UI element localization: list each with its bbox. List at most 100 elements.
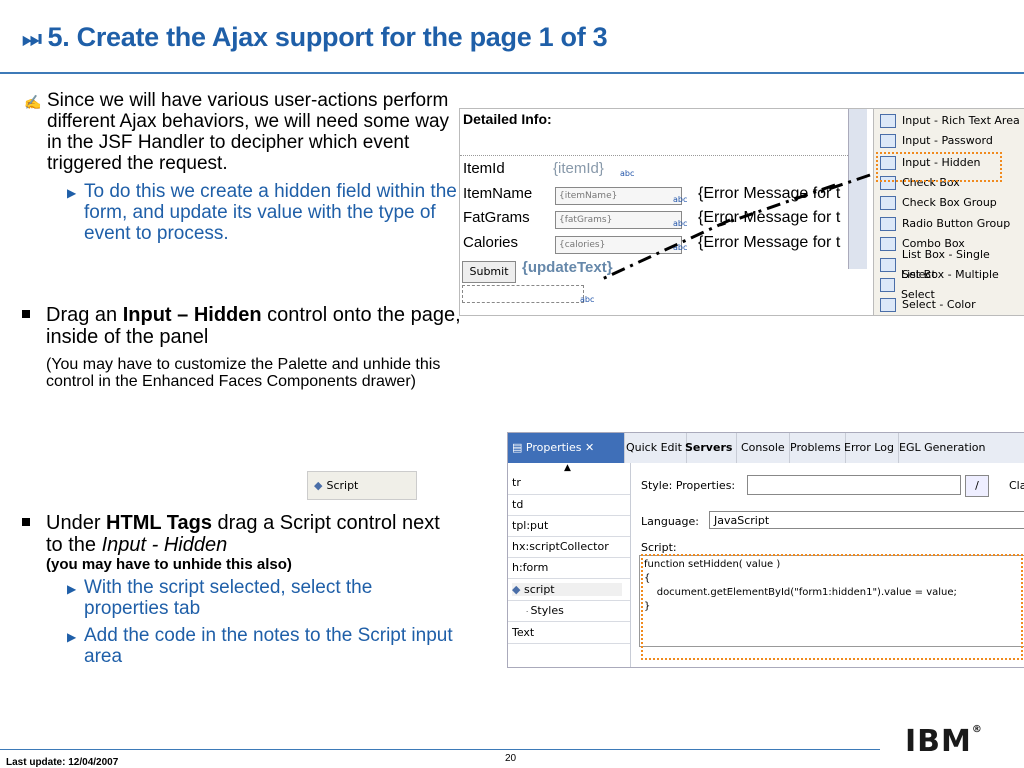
list-single-icon [880,258,896,272]
palette-label: Combo Box [902,237,965,250]
tab-error-log[interactable]: Error Log [840,433,899,463]
properties-icon: ▤ [512,441,526,454]
abc-icon: abc [673,243,688,252]
highlight-box-script [641,554,1023,660]
drag-prefix: Drag an [46,304,123,326]
class-label: Cla [1009,479,1024,492]
form-designer-screenshot: Detailed Info: ItemId {itemId} ItemName … [459,108,1024,316]
palette-item-password[interactable]: Input - Password [880,131,993,151]
palette-label: List Box - Single Select [901,248,990,281]
rich-text-icon [880,114,896,128]
scroll-up-icon[interactable]: ▲ [564,463,571,473]
language-label: Language: [641,515,699,528]
palette-item-list-multi[interactable]: List Box - Multiple Select [880,268,1024,301]
palette-item-checkbox[interactable]: Check Box [880,173,960,193]
list-multi-icon [880,278,895,292]
palette-item-list-single[interactable]: List Box - Single Select [880,248,1024,281]
style-picker-button[interactable]: / [965,475,989,497]
tree-item[interactable]: hx:scriptCollector [512,540,609,553]
hidden-input-icon [880,156,896,170]
update-text-output: {updateText} [522,259,613,276]
drag-arrow-lines [599,173,871,282]
under-prefix: Under [46,512,107,534]
combo-box-icon [880,237,896,251]
language-select[interactable]: JavaScript [709,511,1024,529]
square-bullet-icon [22,310,30,318]
highlight-box-hidden [876,152,1002,182]
color-icon [880,298,896,312]
drag-bullet: Drag an Input – Hidden control onto the … [22,304,462,390]
drag-suffix: control onto the page, inside of the pan… [46,304,461,348]
tab-properties[interactable]: ▤ Properties ✕ [508,433,625,463]
abc-icon: abc [673,219,688,228]
tree-sep [508,621,630,622]
abc-icon: abc [620,169,635,178]
code-line: function setHidden( value ) [644,559,781,570]
tree-item[interactable]: tpl:put [512,519,549,532]
ibm-logo: IBM® [905,724,983,759]
palette-item-radio-group[interactable]: Radio Button Group [880,214,1010,234]
row-label-itemid: ItemId [463,160,505,177]
under-bullet: Under HTML Tags drag a Script control ne… [22,512,462,667]
logo-text: IBM [905,724,972,759]
tree-sep [508,494,630,495]
intro-sub-text: To do this we create a hidden field with… [84,181,457,244]
style-input[interactable] [747,475,961,495]
tree-item[interactable]: Text [512,626,535,639]
script-palette-item[interactable]: ◆Script [307,471,417,500]
palette-item-combo[interactable]: Combo Box [880,234,965,254]
page-number: 20 [505,753,517,764]
tab-servers[interactable]: Servers [681,433,738,463]
tree-sep [508,643,630,644]
properties-view-screenshot: ▤ Properties ✕ Quick Edit Servers Consol… [507,432,1024,668]
palette-item-hidden[interactable]: Input - Hidden [880,153,980,173]
tab-label: Properties [525,441,582,454]
password-icon [880,134,896,148]
tree-item[interactable]: tr [512,476,521,489]
footer-divider [0,749,880,750]
script-icon: ◆ [512,583,524,596]
code-line: { [644,573,651,584]
tree-item[interactable]: td [512,498,524,511]
under-mid: drag a Script control next to the [46,512,440,556]
itemname-field[interactable]: {itemName} [555,187,682,205]
script-label: Script [326,479,359,492]
tree-item-script-selected[interactable]: ◆ script [512,583,622,596]
abc-icon: abc [673,195,688,204]
row-label-itemname: ItemName [463,185,533,202]
title-divider [0,72,1024,74]
triangle-bullet-icon: ▶ [67,630,77,644]
drag-bold: Input – Hidden [122,304,262,326]
under-sub-text-2: Add the code in the notes to the Script … [84,625,453,667]
tab-quick-edit[interactable]: Quick Edit [622,433,687,463]
submit-button[interactable]: Submit [462,261,516,283]
designer-scrollbar[interactable] [848,109,867,269]
slide-title: ⏭5. Create the Ajax support for the page… [22,22,608,53]
under-note: (you may have to unhide this also) [46,556,292,573]
under-italic: Input - Hidden [101,534,228,556]
view-tab-bar: ▤ Properties ✕ Quick Edit Servers Consol… [508,433,1024,484]
drag-text: Drag an Input – Hidden control onto the … [22,304,462,348]
palette-item-color[interactable]: Select - Color [880,295,976,315]
close-icon[interactable]: ✕ [584,441,595,454]
palette-label: Check Box Group [902,196,997,209]
under-bold: HTML Tags [106,512,212,534]
palette-item-rich-text[interactable]: Input - Rich Text Area [880,111,1020,131]
tree-item-styles[interactable]: · Styles [526,604,564,617]
tab-problems[interactable]: Problems [786,433,846,463]
palette-item-checkbox-group[interactable]: Check Box Group [880,193,997,213]
tab-egl-results[interactable]: EGL Generation Results [895,433,1024,484]
tree-sep [508,600,630,601]
hand-writing-icon: ✍ [24,94,42,110]
form-grid-line [460,155,848,157]
code-line: document.getElementById("form1:hidden1")… [644,587,957,598]
tree-item[interactable]: h:form [512,561,549,574]
tab-console[interactable]: Console [737,433,790,463]
palette-label: Input - Hidden [902,156,981,169]
fatgrams-field[interactable]: {fatGrams} [555,211,682,229]
row-label-fatgrams: FatGrams [463,209,530,226]
calories-field[interactable]: {calories} [555,236,682,254]
tree-label: script [523,583,555,596]
style-label: Style: Properties: [641,479,736,492]
itemid-output: {itemId} [553,160,604,177]
